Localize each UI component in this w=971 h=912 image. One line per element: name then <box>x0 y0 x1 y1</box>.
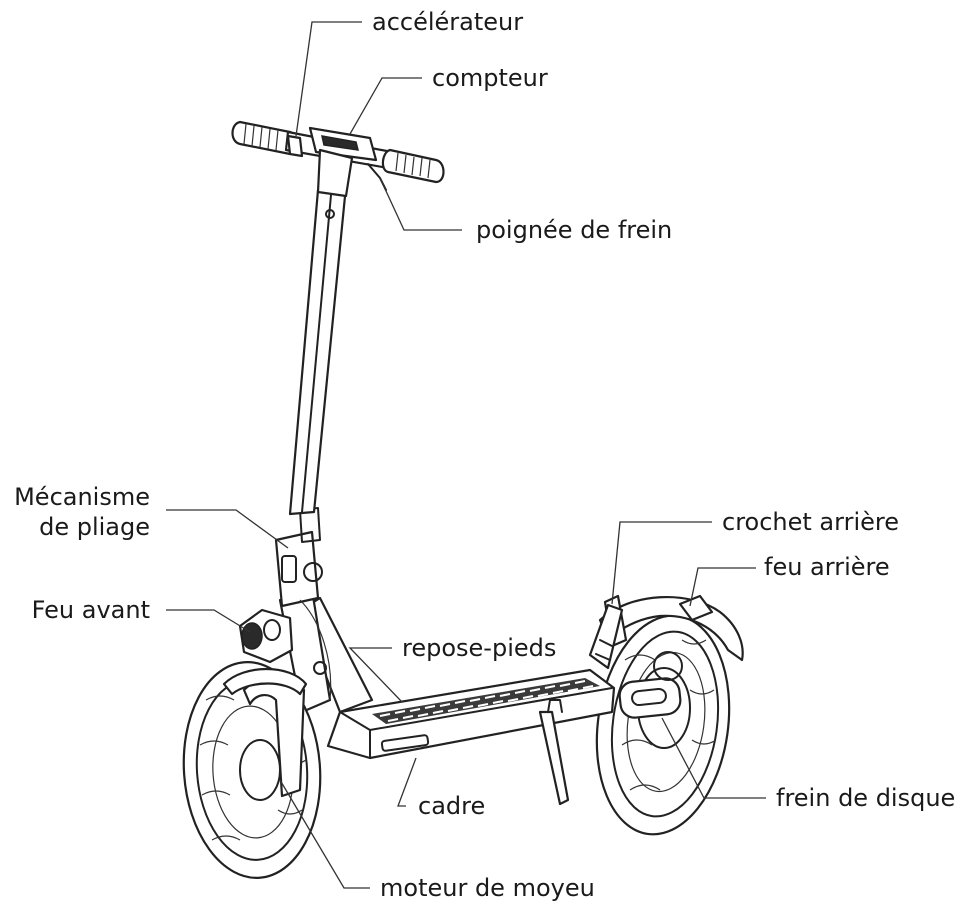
label-feu-avant: Feu avant <box>32 596 150 624</box>
scooter-illustration <box>182 120 744 879</box>
leader-feu-avant <box>166 609 251 633</box>
handlebar <box>231 120 445 198</box>
leader-frein <box>661 717 766 799</box>
label-crochet-arriere: crochet arrière <box>722 508 899 536</box>
labels: accélérateur compteur poignée de frein M… <box>14 8 955 902</box>
leader-cadre <box>397 757 417 807</box>
leader-poignee <box>379 177 462 231</box>
disc-brake <box>618 651 683 719</box>
leader-crochet <box>611 521 712 605</box>
front-light <box>238 608 294 664</box>
label-repose-pieds: repose-pieds <box>402 634 556 662</box>
label-poignee-de-frein: poignée de frein <box>476 216 672 244</box>
stem <box>288 184 348 516</box>
leader-mecanisme <box>166 509 289 549</box>
leader-feu-arriere <box>689 567 756 607</box>
label-compteur: compteur <box>432 64 548 92</box>
label-accelerateur: accélérateur <box>372 8 523 36</box>
leader-compteur <box>349 77 422 135</box>
label-frein-de-disque: frein de disque <box>776 784 955 812</box>
label-cadre: cadre <box>418 792 485 820</box>
label-moteur-de-moyeu: moteur de moyeu <box>380 874 595 902</box>
rear-light <box>678 594 714 622</box>
leader-accelerateur <box>295 21 362 137</box>
leader-repose <box>348 647 403 703</box>
label-mecanisme-line2: de pliage <box>39 513 150 541</box>
kickstand <box>538 710 570 806</box>
leader-moteur <box>279 779 370 889</box>
deck-grip <box>372 678 600 724</box>
folding-mechanism <box>274 507 332 701</box>
throttle <box>286 134 304 158</box>
label-feu-arriere: feu arrière <box>764 553 890 581</box>
leader-lines <box>166 21 766 889</box>
label-mecanisme-line1: Mécanisme <box>14 483 150 511</box>
